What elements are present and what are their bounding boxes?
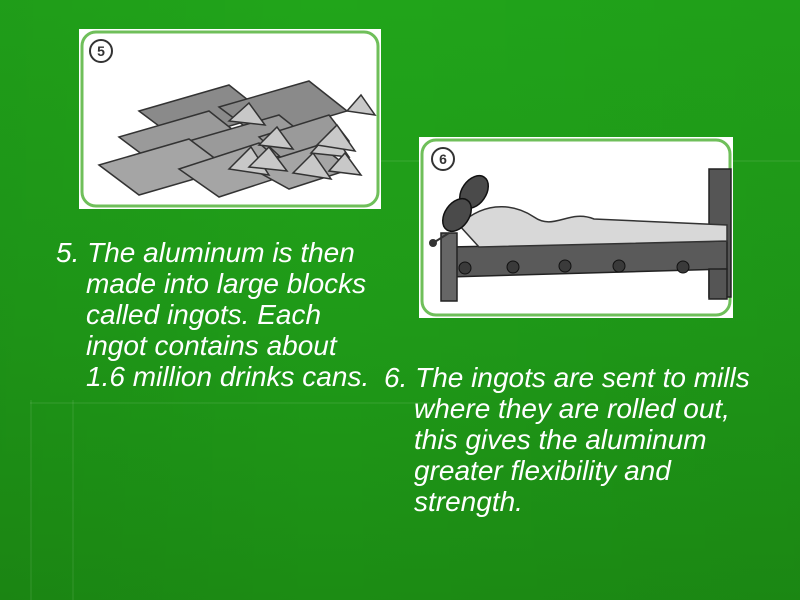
- step-6-caption: 6. The ingots are sent to mills where th…: [384, 362, 780, 517]
- ingots-illustration: 5: [80, 30, 380, 208]
- background-horizontal-line: [30, 402, 430, 404]
- step-5-badge: 5: [97, 43, 105, 59]
- rolling-mill-illustration: 6: [420, 138, 732, 317]
- step-6-badge: 6: [439, 151, 447, 167]
- rolling-mill-illustration-card: 6: [419, 137, 733, 318]
- step-6-caption-text: 6. The ingots are sent to mills where th…: [384, 362, 750, 517]
- background-vertical-line: [30, 400, 32, 600]
- step-5-caption: 5. The aluminum is then made into large …: [56, 237, 376, 392]
- ingots-illustration-card: 5: [79, 29, 381, 209]
- step-5-caption-text: 5. The aluminum is then made into large …: [56, 237, 370, 392]
- step-badge-icon: [89, 39, 113, 63]
- step-badge-icon: [431, 147, 455, 171]
- background-vertical-line: [72, 400, 74, 600]
